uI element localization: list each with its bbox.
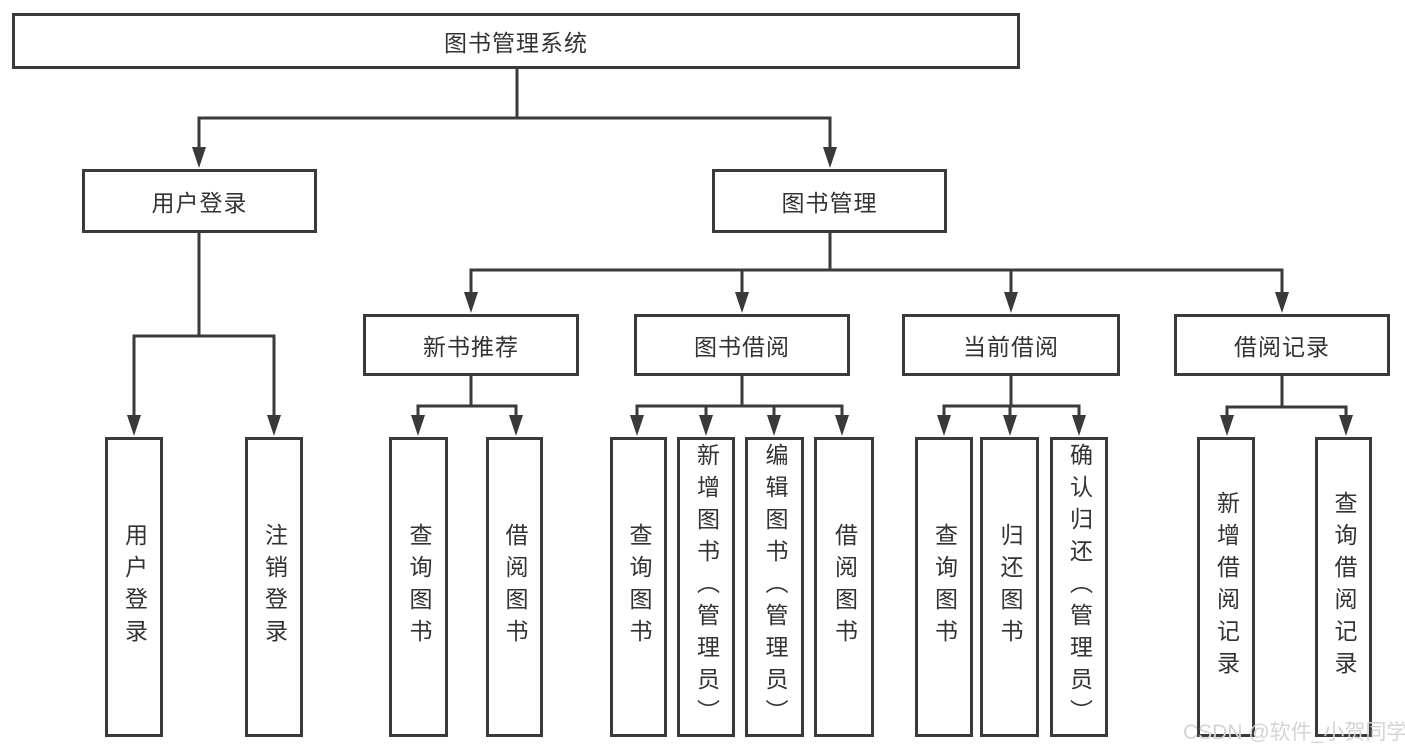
leaf-add-borrow-record: 新增借阅记录 xyxy=(1197,437,1255,737)
leaf-add-borrow-record-label: 新增借阅记录 xyxy=(1213,491,1240,683)
leaf-confirm-return-admin: 确认归还（管理员） xyxy=(1050,437,1108,737)
leaf-borrow-books-1-label: 借阅图书 xyxy=(502,523,528,651)
leaf-logout-label: 注销登录 xyxy=(261,523,288,651)
node-root: 图书管理系统 xyxy=(12,13,1020,69)
leaf-add-books-admin-label: 新增图书（管理员） xyxy=(693,443,720,731)
leaf-query-books-1: 查询图书 xyxy=(389,437,448,737)
leaf-query-books-3: 查询图书 xyxy=(915,437,973,737)
leaf-query-books-1-label: 查询图书 xyxy=(406,523,432,651)
node-new-book-recommend: 新书推荐 xyxy=(363,314,579,376)
node-book-borrowing: 图书借阅 xyxy=(634,314,850,376)
node-user-login-label: 用户登录 xyxy=(151,190,248,216)
node-book-management-label: 图书管理 xyxy=(781,190,878,216)
node-root-label: 图书管理系统 xyxy=(444,30,588,56)
leaf-query-books-2: 查询图书 xyxy=(610,437,667,737)
watermark: CSDN @软件_小贺同学 xyxy=(1183,721,1405,744)
leaf-borrow-books-2-label: 借阅图书 xyxy=(831,523,858,651)
leaf-return-books-label: 归还图书 xyxy=(997,523,1023,651)
leaf-edit-books-admin: 编辑图书（管理员） xyxy=(745,437,804,737)
node-current-borrowing-label: 当前借阅 xyxy=(963,334,1059,360)
node-borrowing-records-label: 借阅记录 xyxy=(1234,334,1330,360)
leaf-query-borrow-record-label: 查询借阅记录 xyxy=(1331,491,1357,683)
node-user-login: 用户登录 xyxy=(82,169,317,233)
leaf-return-books: 归还图书 xyxy=(980,437,1039,737)
leaf-confirm-return-admin-label: 确认归还（管理员） xyxy=(1066,443,1093,731)
leaf-add-books-admin: 新增图书（管理员） xyxy=(677,437,735,737)
node-borrowing-records: 借阅记录 xyxy=(1174,314,1390,376)
leaf-user-login: 用户登录 xyxy=(105,437,163,737)
leaf-query-books-3-label: 查询图书 xyxy=(931,523,958,651)
leaf-query-books-2-label: 查询图书 xyxy=(626,523,652,651)
node-new-book-recommend-label: 新书推荐 xyxy=(423,334,519,360)
leaf-logout: 注销登录 xyxy=(245,437,303,737)
node-book-management: 图书管理 xyxy=(712,169,947,233)
leaf-borrow-books-2: 借阅图书 xyxy=(814,437,874,737)
node-book-borrowing-label: 图书借阅 xyxy=(694,334,790,360)
leaf-query-borrow-record: 查询借阅记录 xyxy=(1315,437,1372,737)
leaf-borrow-books-1: 借阅图书 xyxy=(486,437,543,737)
leaf-edit-books-admin-label: 编辑图书（管理员） xyxy=(762,443,788,731)
leaf-user-login-label: 用户登录 xyxy=(121,523,148,651)
node-current-borrowing: 当前借阅 xyxy=(902,314,1120,376)
